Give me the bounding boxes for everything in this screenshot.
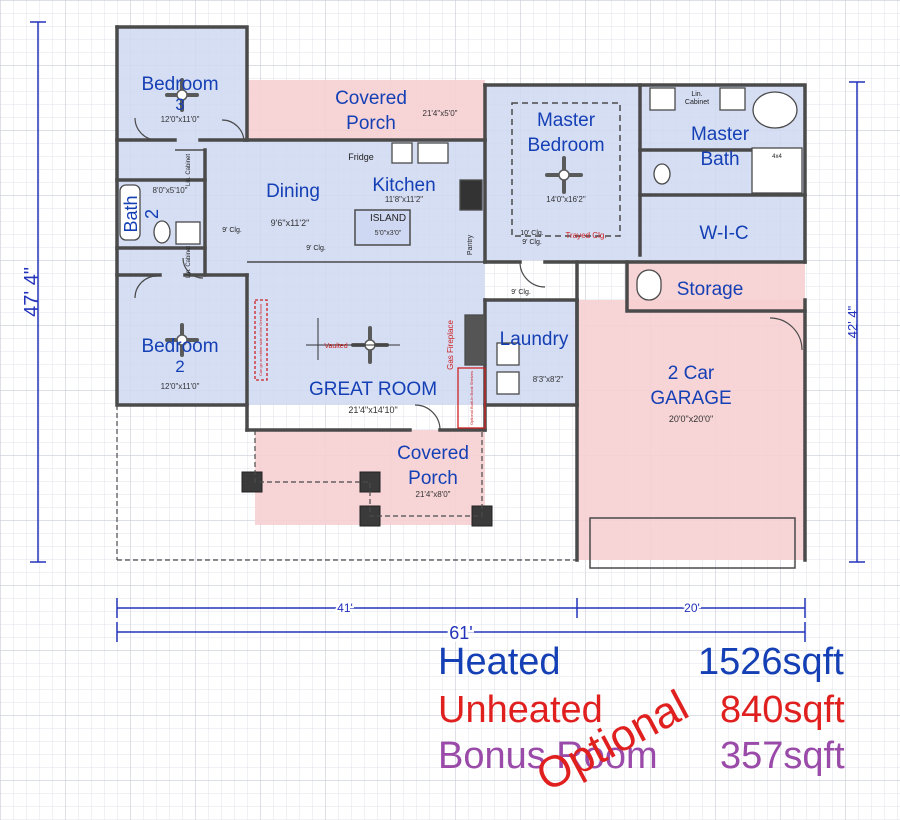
ceiling-9-center: 9' Clg. [306, 245, 326, 252]
master-bedroom-size: 14'0"x16'2" [546, 195, 586, 204]
master-bedroom-line1: Master [537, 110, 596, 131]
ceiling-10-master: 10' Clg. [520, 230, 544, 237]
garage-size: 20'0"x20'0" [669, 414, 713, 424]
vaulted-label: Vaulted [324, 343, 347, 350]
porch-top-line1: Covered [335, 88, 407, 109]
porch-top-line2: Porch [346, 113, 396, 134]
garage-line2: GARAGE [650, 388, 731, 409]
fridge-label: Fridge [348, 152, 374, 162]
pantry-label: Pantry [467, 234, 474, 255]
porch-bottom-line1: Covered [397, 443, 469, 464]
ceiling-9-hall: 9' Clg. [511, 289, 531, 296]
master-bath-line2: Bath [700, 149, 739, 170]
dimension-garage-width: 20' [684, 601, 700, 615]
porch-bottom-line2: Porch [408, 468, 458, 489]
lin-cabinet-label-bath: Lin. Cabinet [186, 154, 192, 186]
dining-size: 9'6"x11'2" [271, 218, 310, 228]
master-bath-line1: Master [691, 124, 750, 145]
shower-label: 4x4 [772, 154, 782, 160]
vaulted-marker [306, 318, 400, 360]
dimension-right-height: 42' 4" [845, 305, 860, 338]
laundry-name: Laundry [500, 329, 569, 350]
great-room-name: GREAT ROOM [309, 379, 437, 400]
bedroom2-size: 12'0"x11'0" [161, 382, 200, 391]
bath2-size: 8'0"x5'10" [153, 186, 188, 195]
kitchen-name: Kitchen [372, 175, 435, 196]
bath2-number: 2 [142, 209, 162, 219]
dimension-total-width: 61' [449, 623, 472, 643]
built-in-shelves-note: Optional Built-In Book Shelves [469, 371, 474, 425]
bedroom2-number: 2 [175, 357, 184, 376]
lin-cabinet-label-master-2: Cabinet [685, 99, 709, 106]
lin-cabinet-label-hall: Lin. Cabinet [186, 246, 192, 278]
gas-fireplace-label: Gas Fireplace [446, 320, 455, 370]
porch-bottom-size: 21'4"x8'0" [416, 490, 451, 499]
dimension-lines [30, 21, 865, 642]
trayed-ceiling-label: Trayed Clg. [565, 231, 606, 240]
bedroom3-name: Bedroom [141, 74, 218, 95]
great-room-size: 21'4"x14'10" [348, 405, 397, 415]
porch-top-size: 21'4"x5'0" [423, 109, 458, 118]
interior-partitions [175, 102, 796, 569]
kitchen-size: 11'8"x11'2" [385, 195, 423, 204]
island-name: ISLAND [370, 213, 406, 224]
master-bedroom-line2: Bedroom [527, 135, 604, 156]
dining-name: Dining [266, 181, 320, 202]
porch-outline [116, 405, 577, 561]
garage-line1: 2 Car [668, 363, 715, 384]
bedroom3-number: 3 [175, 95, 184, 114]
dimension-left-height: 47' 4" [21, 267, 43, 317]
bedroom3-size: 12'0"x11'0" [161, 115, 200, 124]
laundry-size: 8'3"x8'2" [533, 375, 564, 384]
wic-name: W-I-C [699, 223, 748, 244]
plumbing-fixtures [119, 87, 803, 429]
dimension-house-width: 41' [337, 601, 353, 615]
walls [115, 25, 807, 562]
bath2-name: Bath [121, 195, 141, 232]
lin-cabinet-label-master: Lin. [691, 91, 702, 98]
bedroom2-name: Bedroom [141, 336, 218, 357]
tv-placement-note: Can go on either side of the Great Room [258, 303, 263, 376]
island-size: 5'0"x3'0" [375, 230, 402, 237]
ceiling-9-master: 9' Clg. [522, 239, 542, 246]
storage-name: Storage [677, 279, 744, 300]
door-swings [134, 117, 803, 431]
ceiling-9-left: 9' Clg. [222, 227, 242, 234]
